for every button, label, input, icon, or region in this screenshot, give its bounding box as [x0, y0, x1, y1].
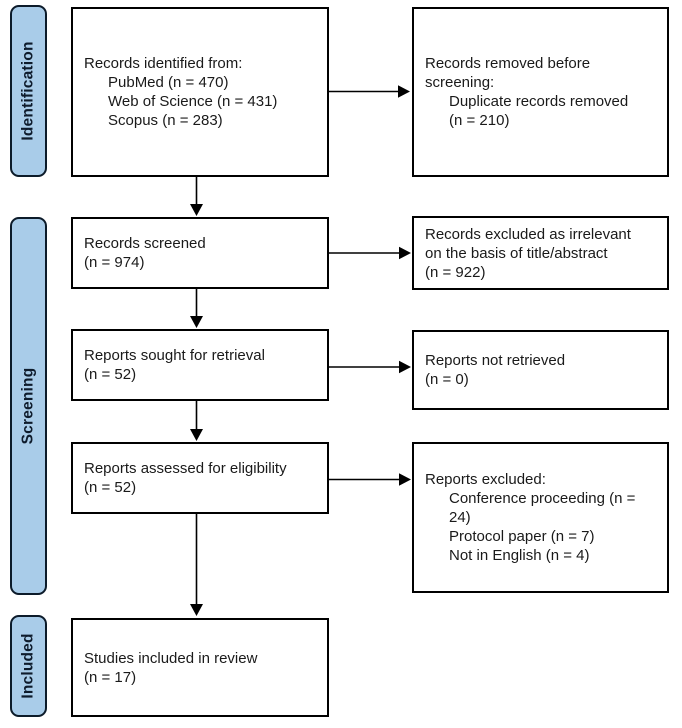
box-line: on the basis of title/abstract: [425, 244, 608, 262]
box-line: (n = 974): [84, 254, 145, 271]
box-line: (n = 52): [84, 366, 137, 383]
stage-label-included: Included: [10, 615, 47, 717]
box-line: Studies included in review: [84, 649, 258, 667]
box-studies-included: Studies included in review (n = 17): [71, 618, 329, 717]
box-line: Records excluded as irrelevant: [425, 225, 631, 243]
stage-label-identification: Identification: [10, 5, 47, 177]
box-records-identified: Records identified from: PubMed (n = 470…: [71, 7, 329, 177]
box-reports-sought: Reports sought for retrieval (n = 52): [71, 329, 329, 401]
arrow-identified-to-screened: [190, 177, 203, 216]
box-reports-assessed: Reports assessed for eligibility (n = 52…: [71, 442, 329, 514]
box-line: Reports sought for retrieval: [84, 347, 265, 364]
arrow-screened-to-sought: [190, 289, 203, 328]
box-line: (n = 210): [449, 112, 510, 129]
box-line: Reports excluded:: [425, 471, 546, 488]
box-reports-not-retrieved: Reports not retrieved (n = 0): [412, 330, 669, 410]
box-line: Reports assessed for eligibility: [84, 460, 287, 477]
arrow-assessed-to-included: [190, 514, 203, 616]
box-records-removed: Records removed before screening: Duplic…: [412, 7, 669, 177]
arrow-screened-to-excluded: [329, 246, 411, 260]
box-line: (n = 922): [425, 263, 486, 281]
box-line: Duplicate records removed: [449, 93, 629, 110]
arrow-identified-to-removed: [329, 85, 410, 98]
box-records-excluded-title-abstract: Records excluded as irrelevant on the ba…: [412, 216, 669, 290]
box-line: PubMed (n = 470): [108, 74, 229, 91]
stage-label-text: Included: [19, 633, 37, 699]
box-line: Reports not retrieved: [425, 352, 566, 369]
stage-label-screening: Screening: [10, 217, 47, 595]
box-line: (n = 52): [84, 479, 137, 496]
box-line: Conference proceeding (n =: [449, 490, 636, 507]
box-line: Web of Science (n = 431): [108, 93, 278, 110]
box-line: Scopus (n = 283): [108, 112, 223, 129]
arrow-sought-to-assessed: [190, 401, 203, 441]
box-records-screened: Records screened (n = 974): [71, 217, 329, 289]
box-line: 24): [449, 509, 471, 526]
box-line: (n = 0): [425, 371, 469, 388]
box-line: screening:: [425, 74, 495, 91]
stage-label-text: Identification: [19, 41, 37, 141]
box-line: Protocol paper (n = 7): [449, 528, 595, 545]
arrow-sought-to-not-retrieved: [329, 360, 411, 374]
arrow-assessed-to-excluded: [329, 473, 411, 486]
box-reports-excluded: Reports excluded: Conference proceeding …: [412, 442, 669, 593]
box-line: (n = 17): [84, 668, 137, 686]
box-line: Not in English (n = 4): [449, 547, 590, 564]
box-line: Records removed before: [425, 55, 591, 72]
box-line: Records identified from:: [84, 55, 243, 72]
stage-label-text: Screening: [19, 367, 37, 445]
box-line: Records screened: [84, 235, 206, 252]
